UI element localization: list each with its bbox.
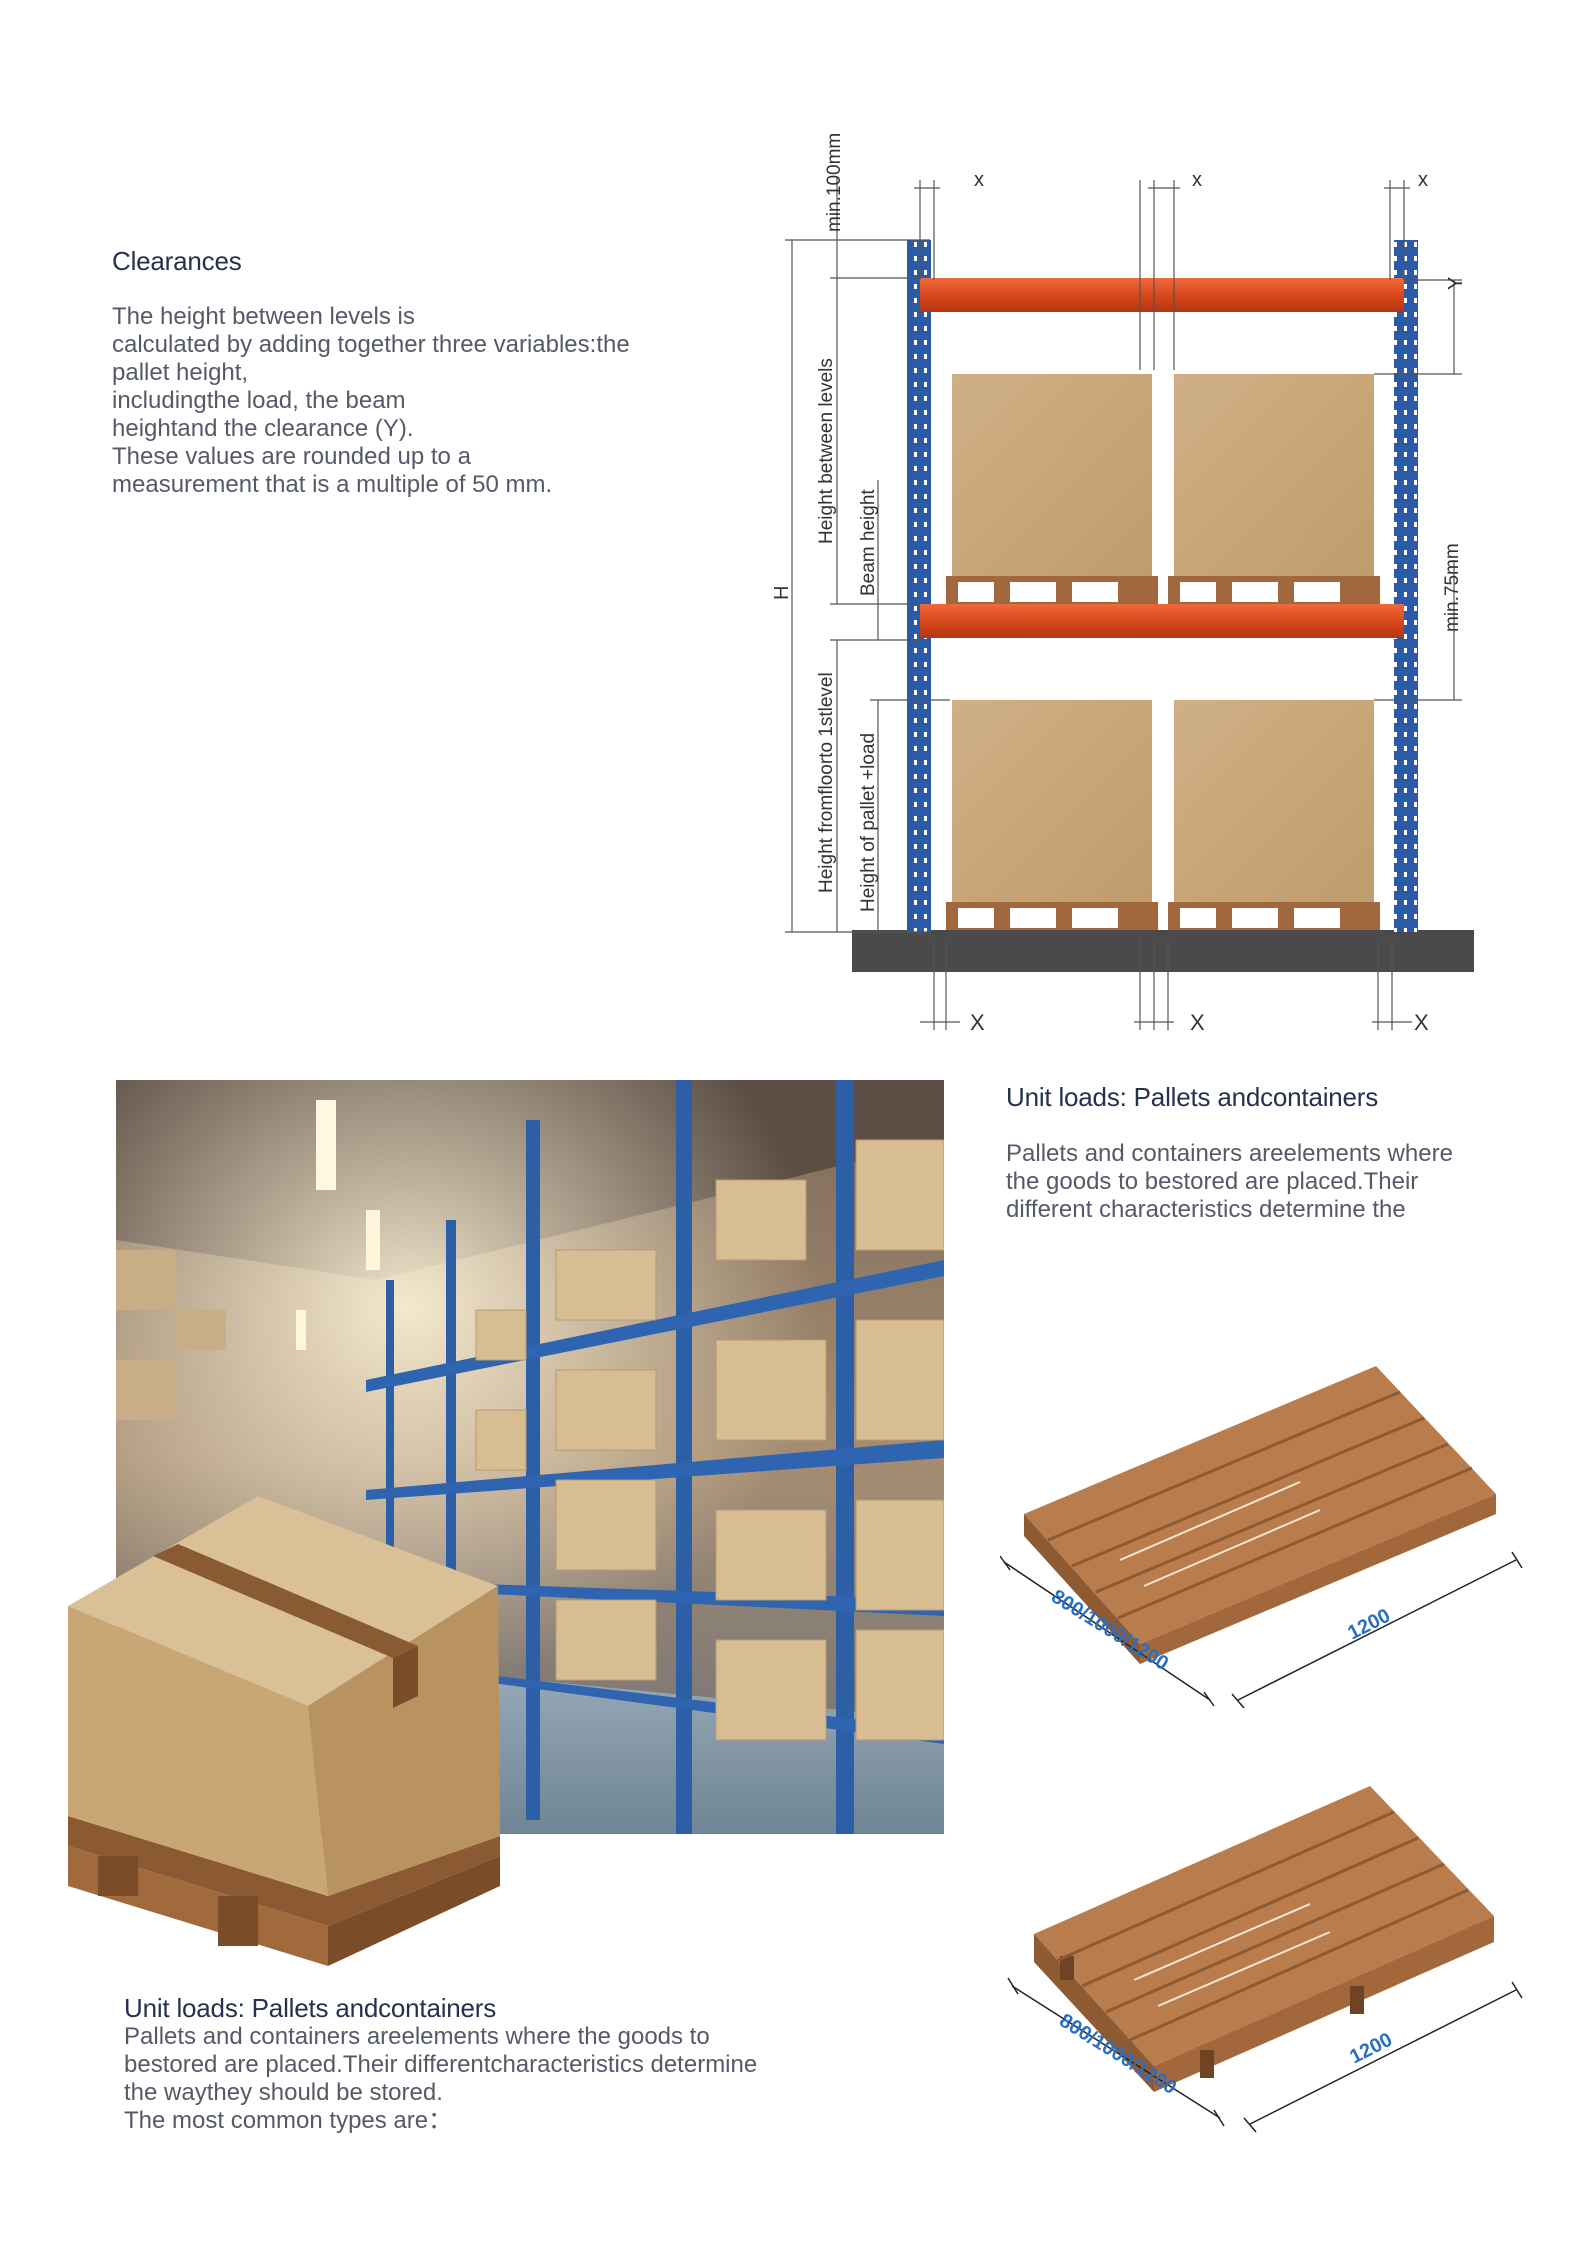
- unit-loads-right-line: the goods to bestored are placed.Their: [1006, 1168, 1419, 1195]
- pallet-2-shape: [1034, 1786, 1494, 2092]
- label-x-top-1: x: [974, 169, 984, 191]
- clearances-line: includingthe load, the beam: [112, 387, 406, 414]
- label-height-pallet-load: Height of pallet +load: [858, 733, 879, 912]
- label-y: Y: [1445, 277, 1467, 290]
- warehouse-photo: [116, 1080, 944, 1834]
- label-beam-height: Beam height: [858, 489, 879, 596]
- unit-loads-bottom-heading: Unit loads: Pallets andcontainers: [124, 1993, 497, 2023]
- pallet-1-dimension-lines: [1000, 1551, 1523, 1709]
- pallet-1-shape: [1024, 1366, 1496, 1664]
- label-x-top-3: x: [1418, 169, 1428, 191]
- dimension-lines: [785, 178, 1462, 1030]
- unit-loads-right-line: Pallets and containers areelements where: [1006, 1140, 1453, 1167]
- clearances-line: These values are rounded up to a: [112, 443, 471, 470]
- unit-loads-bottom-line: the waythey should be stored.: [124, 2079, 443, 2106]
- clearances-line: heightand the clearance (Y).: [112, 415, 414, 442]
- beam-middle: [920, 604, 1404, 638]
- lower-load-right: [1168, 700, 1380, 930]
- label-height-floor-first-level: Height fromfloorto 1stlevel: [816, 672, 837, 893]
- unit-loads-right-line: different characteristics determine the: [1006, 1196, 1406, 1223]
- unit-loads-right-paragraph: Pallets and containers areelements where…: [1006, 1140, 1453, 1224]
- clearances-line: pallet height,: [112, 359, 249, 386]
- label-x-top-2: x: [1192, 169, 1202, 191]
- unit-loads-right-heading: Unit loads: Pallets andcontainers: [1006, 1082, 1379, 1112]
- upper-load-right: [1168, 374, 1380, 604]
- lower-load-left: [946, 700, 1158, 930]
- cardboard-box-on-pallet: [68, 1496, 500, 1966]
- unit-loads-bottom-line: bestored are placed.Their differentchara…: [124, 2051, 758, 2078]
- label-x-bottom-1: X: [970, 1010, 985, 1035]
- label-h: H: [771, 586, 793, 600]
- clearances-paragraph: The height between levels is calculated …: [112, 303, 630, 499]
- upper-load-left: [946, 374, 1158, 604]
- unit-loads-bottom-line: Pallets and containers areelements where…: [124, 2023, 710, 2050]
- clearances-line: The height between levels is: [112, 303, 415, 330]
- rack-clearance-diagram: x x x X X X Y min.100mm Height between l…: [771, 133, 1474, 1035]
- pallet-diagram-1: 800/1000/1200 1200: [1000, 1366, 1523, 1709]
- label-height-between-levels: Height between levels: [816, 358, 837, 544]
- clearances-heading: Clearances: [112, 246, 242, 276]
- label-x-bottom-3: X: [1414, 1010, 1429, 1035]
- label-min-100mm: min.100mm: [824, 133, 845, 232]
- label-min-75mm: min.75mm: [1442, 543, 1463, 632]
- unit-loads-bottom-line: The most common types are：: [124, 2107, 453, 2134]
- pallet-2-dimension-lines: [1007, 1977, 1523, 2133]
- upright-left: [907, 240, 931, 932]
- beam-top: [920, 278, 1404, 312]
- floor-slab: [852, 930, 1474, 972]
- clearances-line: calculated by adding together three vari…: [112, 331, 630, 358]
- clearances-line: measurement that is a multiple of 50 mm.: [112, 471, 553, 498]
- label-x-bottom-2: X: [1190, 1010, 1205, 1035]
- pallet-1-length-label: 1200: [1344, 1605, 1394, 1645]
- unit-loads-bottom-paragraph: Pallets and containers areelements where…: [124, 2023, 757, 2135]
- upright-right: [1394, 240, 1418, 932]
- pallet-diagram-2: 800/1000/1200 1200: [1007, 1786, 1523, 2133]
